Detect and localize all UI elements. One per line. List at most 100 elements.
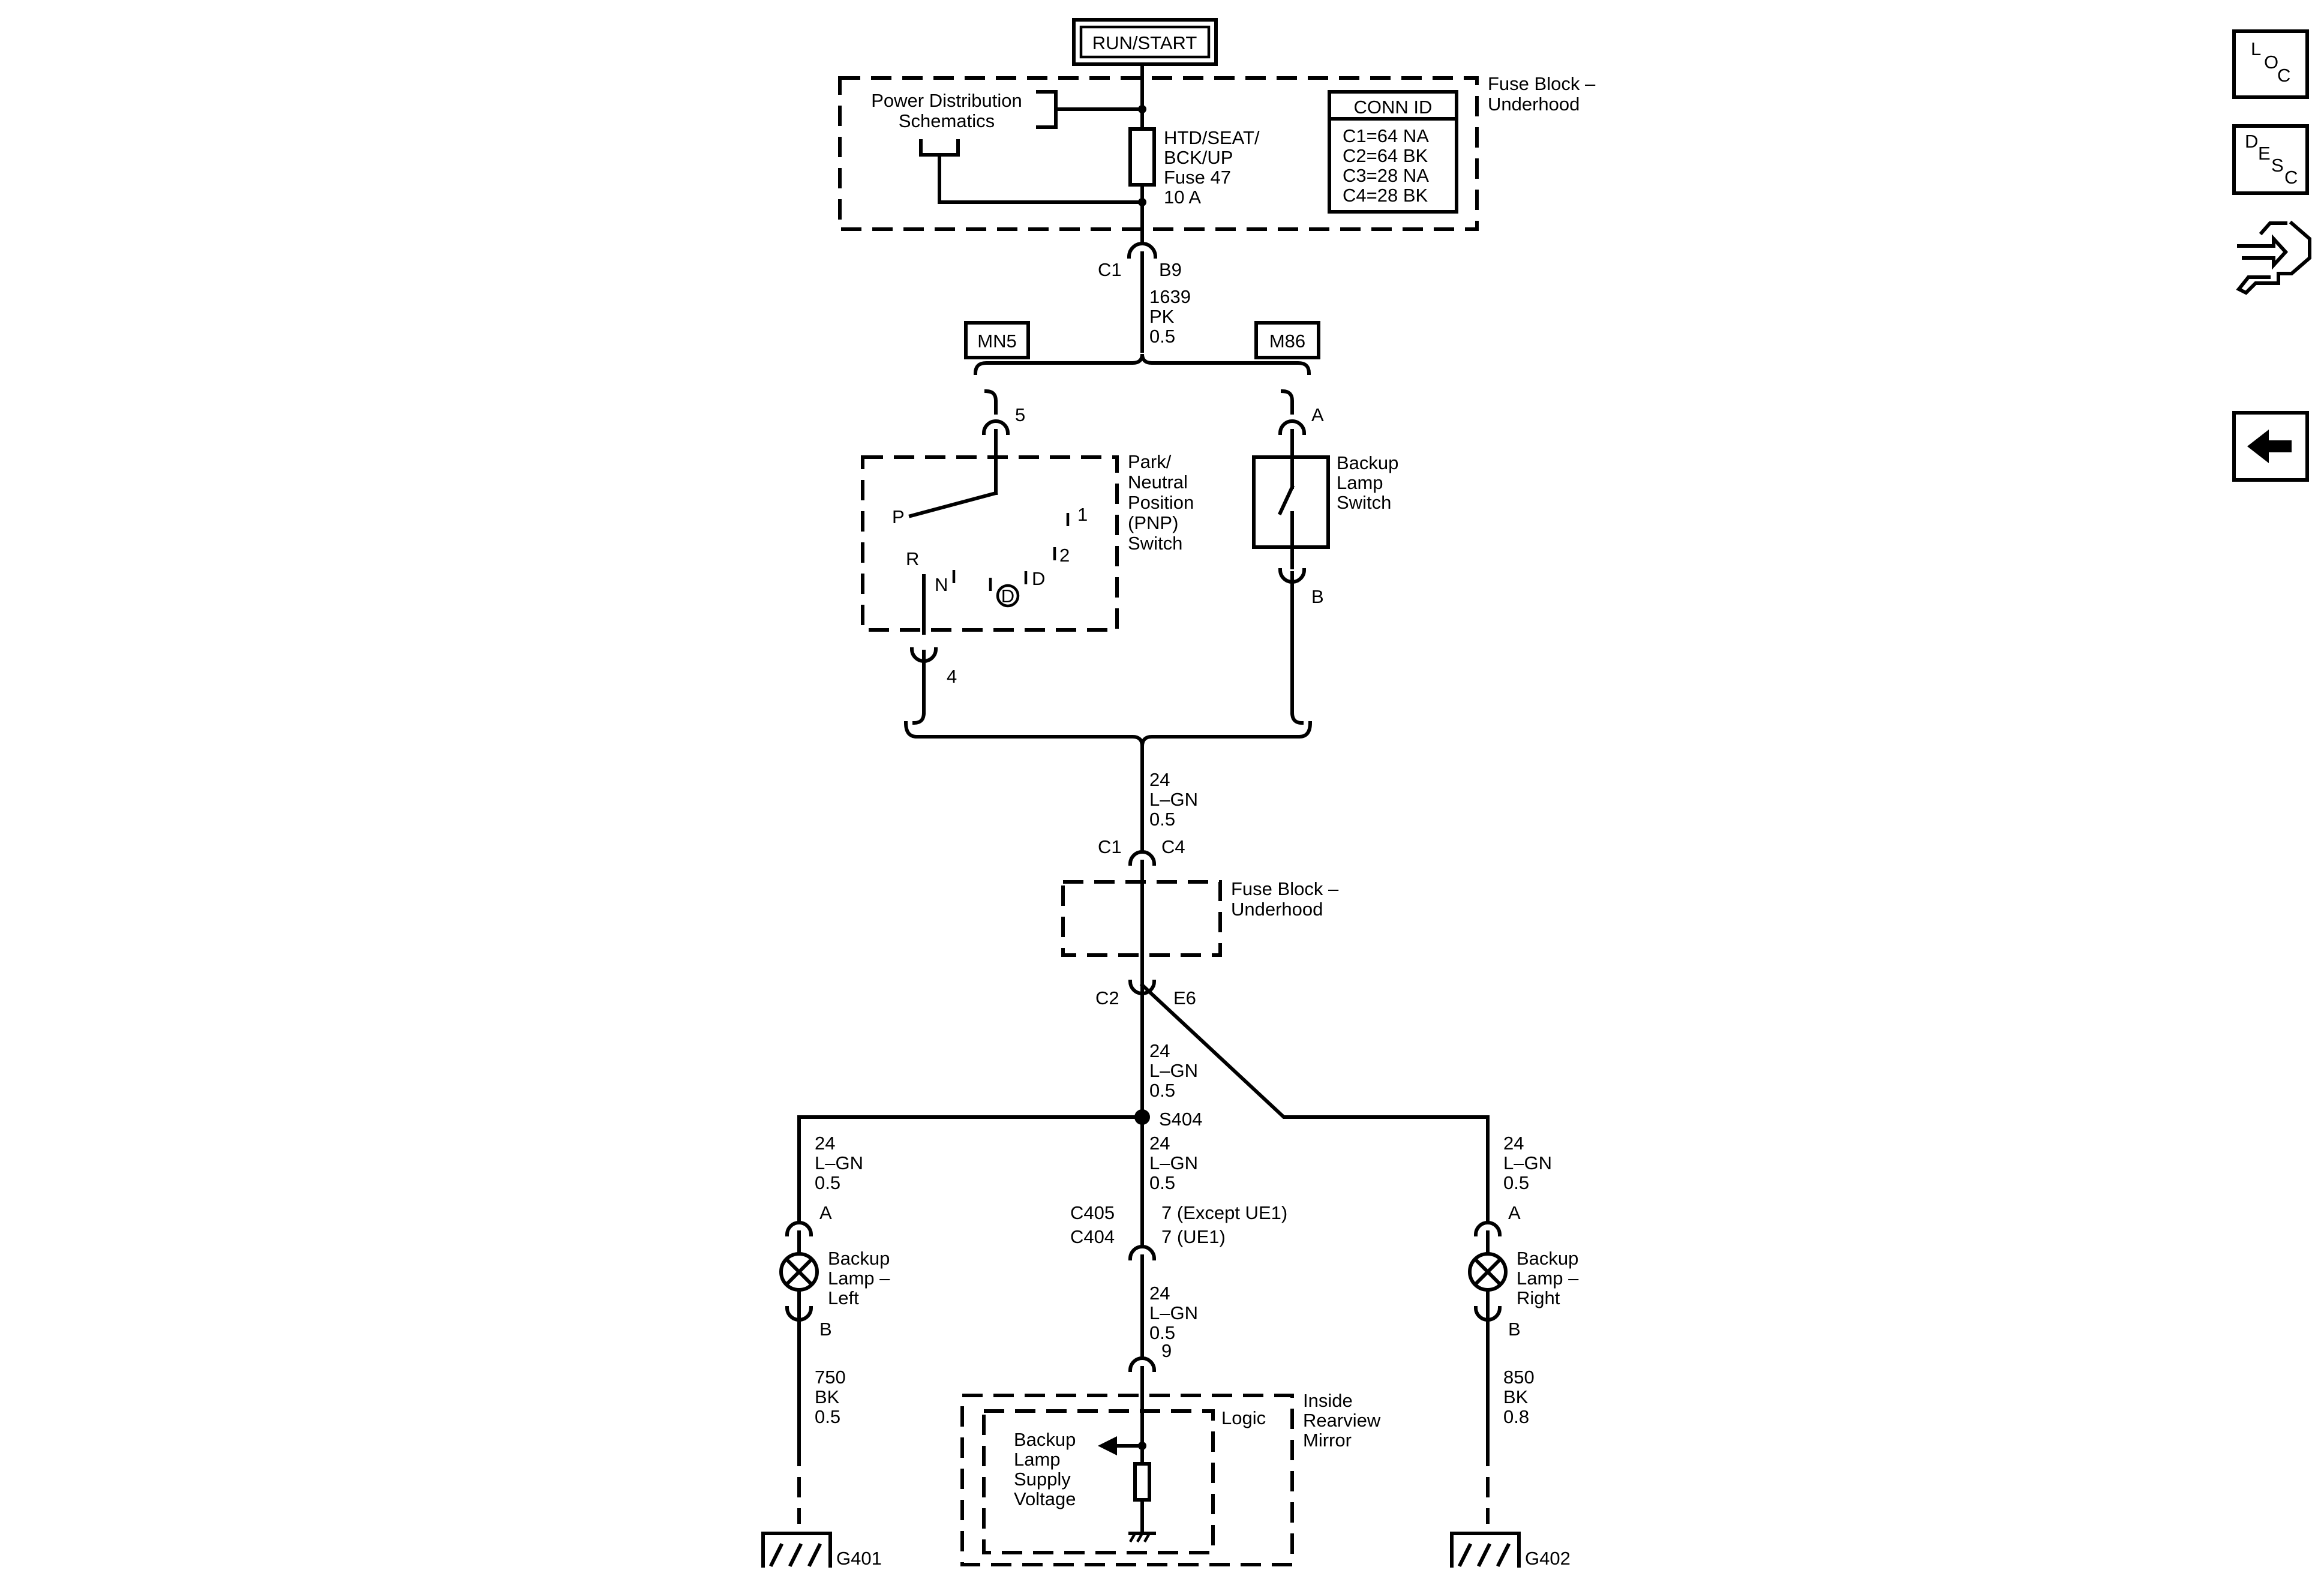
resistor-icon	[1133, 1462, 1151, 1502]
pnp-d-circle-icon	[996, 584, 1020, 608]
c404-pin: 7 (UE1)	[1161, 1226, 1226, 1247]
c405-pin: 7 (Except UE1)	[1161, 1202, 1287, 1223]
run-start-text: RUN/START	[1092, 32, 1197, 53]
left-ground-gauge: 0.5	[815, 1406, 840, 1427]
supply-text-1: Backup	[1014, 1429, 1076, 1450]
pnp-pin-5: 5	[1015, 404, 1025, 425]
desc-c: C	[2284, 167, 2298, 188]
right-ground-color: BK	[1503, 1386, 1529, 1407]
fuse-text-4: 10 A	[1164, 187, 1201, 208]
connector-tool-icon[interactable]	[2236, 220, 2311, 295]
left-lamp-pin-a: A	[819, 1202, 832, 1223]
left-wire-circuit: 24	[815, 1133, 835, 1154]
c404-label: C404	[1070, 1226, 1115, 1247]
pnp-title-5: Switch	[1128, 533, 1182, 554]
right-wire-circuit: 24	[1503, 1133, 1524, 1154]
left-lamp-title-1: Backup	[828, 1248, 890, 1269]
left-ground-circuit: 750	[815, 1367, 846, 1388]
wire-e6-right	[1139, 982, 1490, 1119]
backup-switch-pin-a: A	[1311, 404, 1324, 425]
option-bracket-top	[973, 353, 1311, 376]
ground-g402-icon	[1450, 1532, 1521, 1568]
run-start-label: RUN/START	[1072, 18, 1218, 66]
pnp-switch-arm	[908, 491, 998, 518]
mirror-title-2: Rearview	[1303, 1410, 1381, 1431]
fuse-node-top	[1138, 105, 1146, 113]
backup-switch-title-3: Switch	[1337, 492, 1391, 513]
right-branch-wiring	[1468, 1115, 1508, 1524]
back-arrow-icon	[2247, 430, 2292, 463]
conn-id-row: C1=64 NA	[1343, 125, 1429, 146]
loc-l: L	[2251, 38, 2261, 59]
supply-text-2: Lamp	[1014, 1449, 1061, 1470]
c2-label: C2	[1095, 987, 1119, 1008]
wire-1639-gauge: 0.5	[1149, 326, 1175, 347]
fuse-text-2: BCK/UP	[1164, 147, 1233, 168]
splice-s404-label: S404	[1159, 1109, 1202, 1130]
connector-c1-b9	[1127, 226, 1158, 353]
conn-id-row: C2=64 BK	[1343, 145, 1428, 166]
wire-low-gauge: 0.5	[1149, 1080, 1175, 1101]
left-lamp-title-2: Lamp –	[828, 1268, 890, 1289]
backup-switch-title-1: Backup	[1337, 452, 1398, 473]
desc-e: E	[2258, 143, 2271, 164]
center-wire-gauge: 0.5	[1149, 1172, 1175, 1193]
wire-1639-circuit: 1639	[1149, 286, 1191, 307]
backup-switch-wiring	[1252, 389, 1330, 725]
pds-link-bracket	[1036, 90, 1144, 129]
fuse-text-3: Fuse 47	[1164, 167, 1231, 188]
pnp-pos-d: D	[1032, 568, 1045, 589]
back-button[interactable]	[2232, 411, 2309, 482]
right-ground-circuit: 850	[1503, 1367, 1535, 1388]
b9-label: B9	[1159, 259, 1182, 280]
pnp-pos-1: 1	[1077, 504, 1088, 525]
c1-mid-label: C1	[1098, 836, 1122, 857]
e6-label: E6	[1173, 987, 1196, 1008]
c1-label: C1	[1098, 259, 1122, 280]
pnp-pos-2: 2	[1059, 545, 1070, 566]
mirror-title-1: Inside	[1303, 1390, 1353, 1411]
option-mn5-label: MN5	[977, 331, 1016, 352]
mirror-title-3: Mirror	[1303, 1430, 1352, 1451]
pnp-pos-p: P	[892, 506, 905, 527]
fuse-block-top-title-1: Fuse Block –	[1488, 73, 1596, 94]
c405-label: C405	[1070, 1202, 1115, 1223]
left-lamp-pin-b: B	[819, 1319, 832, 1340]
connector-c1-c4	[1128, 850, 1157, 866]
pds-text-2: Schematics	[899, 110, 995, 131]
conn-id-row: C4=28 BK	[1343, 185, 1428, 206]
loc-button[interactable]: L O C	[2232, 29, 2309, 99]
desc-button[interactable]: D E S C	[2232, 124, 2309, 195]
mirror-pin-9: 9	[1161, 1340, 1172, 1361]
right-lamp-pin-b: B	[1508, 1319, 1521, 1340]
pnp-pos-circled-d: D	[1001, 586, 1014, 607]
left-wire-gauge: 0.5	[815, 1172, 840, 1193]
wire-1639-color: PK	[1149, 306, 1175, 327]
conn-id-table: CONN ID C1=64 NA C2=64 BK C3=28 NA C4=28…	[1328, 90, 1458, 214]
c4-label: C4	[1161, 836, 1185, 857]
pnp-title-1: Park/	[1128, 451, 1172, 472]
left-lamp-title-3: Left	[828, 1287, 859, 1308]
option-m86-label: M86	[1269, 331, 1305, 352]
center-wire-color: L–GN	[1149, 1152, 1198, 1173]
conn-id-row: C3=28 NA	[1343, 165, 1429, 186]
pnp-output-wire	[909, 647, 938, 725]
pnp-title-3: Position	[1128, 492, 1194, 513]
wire-mid-color: L–GN	[1149, 789, 1198, 810]
ground-g402-label: G402	[1525, 1548, 1571, 1569]
pds-text-1: Power Distribution	[871, 90, 1022, 111]
backup-switch-title-2: Lamp	[1337, 472, 1383, 493]
option-mn5-box	[964, 321, 1030, 359]
center-wire-circuit: 24	[1149, 1133, 1170, 1154]
right-lamp-title-1: Backup	[1517, 1248, 1578, 1269]
center-wire2-circuit: 24	[1149, 1283, 1170, 1304]
right-lamp-title-2: Lamp –	[1517, 1268, 1579, 1289]
ground-g401-label: G401	[836, 1548, 882, 1569]
fuse-text-1: HTD/SEAT/	[1164, 127, 1260, 148]
right-lamp-pin-a: A	[1508, 1202, 1521, 1223]
wire-low-circuit: 24	[1149, 1040, 1170, 1061]
logic-label: Logic	[1221, 1407, 1266, 1428]
fuse-47-icon	[1128, 127, 1156, 187]
pnp-pos-r: R	[906, 548, 919, 569]
